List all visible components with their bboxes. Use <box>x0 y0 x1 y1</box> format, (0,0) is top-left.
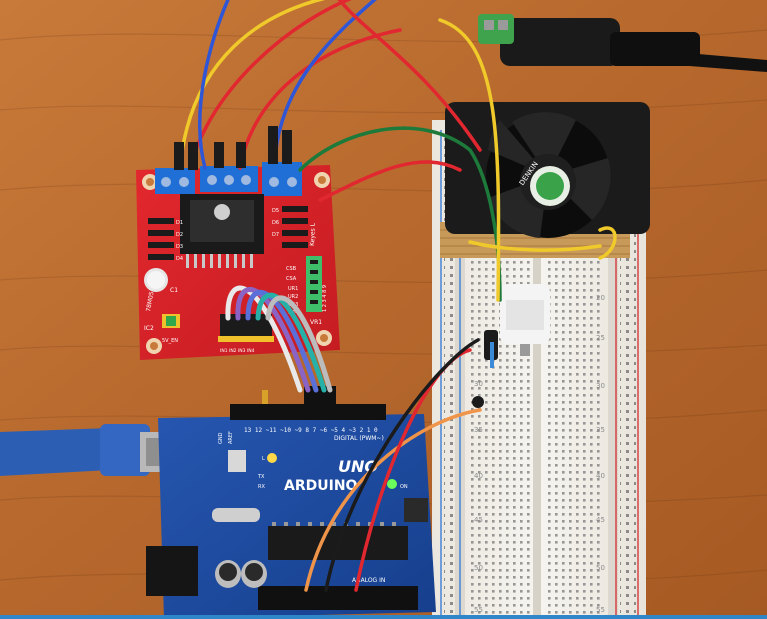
rx-label: RX <box>258 484 265 490</box>
bottom-accent-bar <box>0 615 767 619</box>
label-d2: D2 <box>176 232 183 238</box>
label-5v-en: 5V_EN <box>162 338 178 344</box>
label-vr1: VR1 <box>310 319 322 326</box>
pin-headers <box>174 126 292 170</box>
label-inputs: IN1 IN2 IN3 IN4 <box>220 348 255 354</box>
row-number-35: 35 <box>596 426 605 434</box>
label-d3: D3 <box>176 244 183 250</box>
label-csb: CSB <box>286 266 297 272</box>
on-label: ON <box>400 484 408 490</box>
svg-text:30: 30 <box>474 380 483 388</box>
row-number-50: 50 <box>596 564 605 572</box>
label-d6: D6 <box>272 220 279 226</box>
label-ic2: IC2 <box>144 325 154 332</box>
label-d1: D1 <box>176 220 183 226</box>
label-d5: D5 <box>272 208 279 214</box>
arduino-brand-label: ARDUINO <box>284 478 358 494</box>
arduino-uno-board: ARDUINO UNO DIGITAL (PWM~) 13 12 ~11 ~10… <box>146 386 436 619</box>
digital-pin-numbers: 13 12 ~11 ~10 ~9 8 7 ~6 ~5 4 ~3 2 1 0 <box>244 427 378 434</box>
label-78m05: 78M05 <box>145 291 155 313</box>
row-number-45: 45 <box>596 516 605 524</box>
svg-text:35: 35 <box>474 426 483 434</box>
label-keyes: Keyes L <box>309 222 317 246</box>
row-number-30: 30 <box>596 382 605 390</box>
row-number-25: 25 <box>596 334 605 342</box>
svg-text:50: 50 <box>474 564 483 572</box>
svg-text:40: 40 <box>474 472 483 480</box>
label-d7: D7 <box>272 232 279 238</box>
cooling-fan: DENKIN <box>445 102 650 238</box>
label-d4: D4 <box>176 256 183 262</box>
svg-text:55: 55 <box>474 606 483 614</box>
row-number-20: 20 <box>596 294 605 302</box>
power-wires <box>178 0 617 592</box>
dc-power-cable <box>478 14 767 72</box>
analog-in-label: ANALOG IN <box>352 577 385 584</box>
label-c1: C1 <box>170 287 178 294</box>
power-resistor <box>500 284 550 356</box>
label-ur2: UR2 <box>288 294 298 300</box>
digital-header-label: DIGITAL (PWM~) <box>334 435 384 442</box>
svg-text:45: 45 <box>474 516 483 524</box>
aref-label: AREF <box>228 431 234 444</box>
label-header-nums: 1 2 3 4 8 9 <box>322 285 328 312</box>
row-number-55: 55 <box>596 606 605 614</box>
control-wires <box>225 285 333 393</box>
row-number-40: 40 <box>596 472 605 480</box>
label-ur1: UR1 <box>288 286 298 292</box>
l-label: L <box>262 456 265 462</box>
label-csa: CSA <box>286 276 297 282</box>
tx-label: TX <box>257 474 265 480</box>
gnd-label: GND <box>218 432 224 444</box>
